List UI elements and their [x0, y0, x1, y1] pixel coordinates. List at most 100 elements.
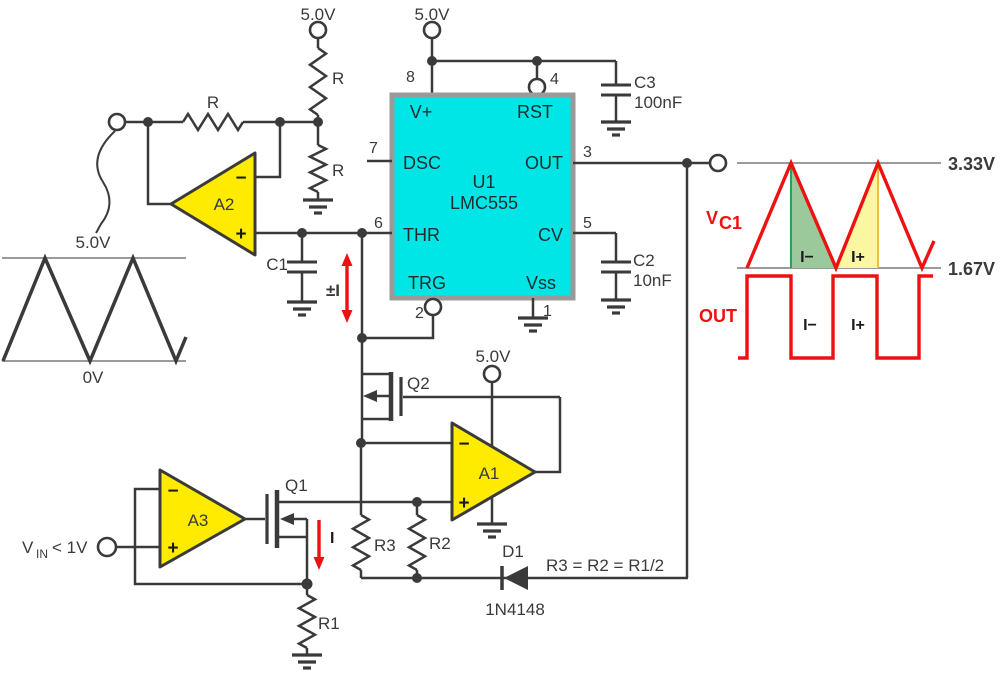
transistor-q1-label: Q1 — [285, 476, 308, 495]
ic-part: LMC555 — [450, 193, 518, 213]
a1-plus-input: + — [458, 493, 469, 514]
ic-lmc555: V+ RST DSC OUT U1 LMC555 THR CV TRG Vss … — [367, 69, 592, 333]
pin-8-number: 8 — [406, 69, 415, 86]
wave-left-bottom-label: 0V — [83, 368, 104, 387]
cap-c2-label: C2 — [633, 251, 655, 270]
lower-threshold-label: 1.67V — [948, 259, 995, 279]
ground-symbol — [475, 522, 509, 539]
sq-i-plus-label: I+ — [851, 317, 865, 334]
opamp-a2: − + A2 — [169, 151, 257, 257]
cv-filter: C2 10nF — [573, 231, 672, 315]
cap-c3-value: 100nF — [634, 93, 682, 112]
transistor-q2: Q2 — [362, 372, 560, 421]
plus-minus-i-label: ±I — [326, 281, 340, 300]
resistor-r2 — [406, 513, 428, 572]
a3-minus-input: − — [167, 481, 178, 502]
supply-2-label: 5.0V — [415, 5, 451, 24]
pin-3-number: 3 — [583, 144, 592, 161]
vc1-label-v: V — [706, 208, 718, 228]
timing-resistor-network: R3 R2 D1 1N4148 R3 = R2 = R1/2 — [350, 443, 688, 619]
current-source-section: V IN < 1V − + A3 Q1 I R1 — [22, 468, 340, 670]
resistor-r1 — [296, 593, 318, 650]
pin-out-label: OUT — [525, 153, 563, 173]
out-square-trace — [738, 274, 933, 360]
q1-body-arrow — [280, 513, 294, 525]
cap-c2-value: 10nF — [633, 271, 672, 290]
pin-5-number: 5 — [583, 215, 592, 232]
supply-2-terminal — [422, 20, 442, 40]
cap-c3-label: C3 — [634, 73, 656, 92]
vc1-triangle-trace — [745, 158, 936, 273]
supply-1-terminal — [308, 20, 328, 40]
diode-d1-label: D1 — [502, 542, 524, 561]
opamp-a1-label: A1 — [479, 464, 500, 483]
tri-i-plus-label: I+ — [851, 249, 865, 266]
a3-plus-input: + — [167, 538, 178, 559]
triangle-out-terminal — [107, 112, 127, 132]
resistor-r-top-label: R — [332, 69, 344, 88]
vc1-label-sub: C1 — [719, 213, 742, 233]
opamp-a1: 5.0V − + A1 — [279, 347, 562, 539]
vin-label-v: V — [22, 538, 34, 557]
out-wave-label: OUT — [699, 306, 737, 326]
ic-ref: U1 — [472, 172, 495, 192]
triangle-wave-trace — [1, 253, 188, 366]
vin-label-sub: IN — [36, 547, 48, 561]
resistor-r-top — [307, 46, 329, 117]
pin-4-number: 4 — [550, 71, 559, 88]
sq-i-minus-label: I− — [803, 317, 817, 334]
resistor-r1-label: R1 — [318, 614, 340, 633]
pin-vplus-label: V+ — [410, 102, 433, 122]
tri-i-minus-label: I− — [800, 249, 814, 266]
a2-minus-input: − — [235, 168, 246, 189]
current-i-label: I — [330, 530, 334, 547]
pin-1-number: 1 — [543, 303, 552, 320]
pin-vss-label: Vss — [526, 273, 556, 293]
supply-rail-ic: 5.0V C3 100nF — [415, 5, 682, 137]
ground-symbol — [599, 120, 633, 137]
trg-pin-bubble — [423, 297, 443, 317]
resistor-r-lower — [307, 143, 329, 194]
ground-symbol — [285, 300, 319, 317]
output-waveforms: 3.33V 1.67V V C1 I− I+ OUT I− I+ — [699, 154, 995, 360]
pin-cv-label: CV — [538, 225, 563, 245]
opamp-a2-label: A2 — [214, 195, 235, 214]
threshold-node: C1 ±I — [255, 228, 435, 443]
input-triangle-waveform: 5.0V 0V — [1, 233, 188, 387]
resistor-r3 — [350, 513, 372, 572]
wave-left-top-label: 5.0V — [76, 233, 112, 252]
pin-thr-label: THR — [403, 225, 440, 245]
ground-symbol — [301, 198, 335, 215]
supply-rail-left: 5.0V R — [301, 5, 344, 122]
a1-minus-input: − — [458, 434, 469, 455]
diode-d1-part: 1N4148 — [485, 600, 545, 619]
upper-threshold-label: 3.33V — [948, 154, 995, 174]
cap-c1-label: C1 — [266, 255, 288, 274]
pin-6-number: 6 — [374, 215, 383, 232]
transistor-q2-label: Q2 — [407, 374, 430, 393]
a2-plus-input: + — [235, 224, 246, 245]
waveform-pointer-squiggle — [95, 130, 116, 234]
resistor-r-feedback-label: R — [207, 93, 219, 112]
supply-1-label: 5.0V — [301, 5, 337, 24]
resistor-r3-label: R3 — [374, 536, 396, 555]
pin-trg-label: TRG — [408, 273, 446, 293]
pin-dsc-label: DSC — [403, 153, 441, 173]
a2-feedback-network: R R — [95, 93, 344, 234]
resistor-r2-label: R2 — [429, 534, 451, 553]
resistor-r-feedback — [181, 111, 245, 133]
supply-3-terminal — [482, 364, 502, 384]
vin-label-rest: < 1V — [52, 538, 88, 557]
pin-rst-label: RST — [517, 102, 553, 122]
opamp-a3-label: A3 — [188, 511, 209, 530]
supply-3-label: 5.0V — [476, 347, 512, 366]
pin-2-number: 2 — [415, 305, 424, 322]
q2-body-arrow — [363, 390, 377, 402]
resistor-r-lower-label: R — [332, 161, 344, 180]
output-node — [573, 153, 728, 578]
diode-d1 — [504, 566, 528, 590]
ground-symbol — [290, 653, 324, 670]
formula-note: R3 = R2 = R1/2 — [546, 556, 664, 575]
